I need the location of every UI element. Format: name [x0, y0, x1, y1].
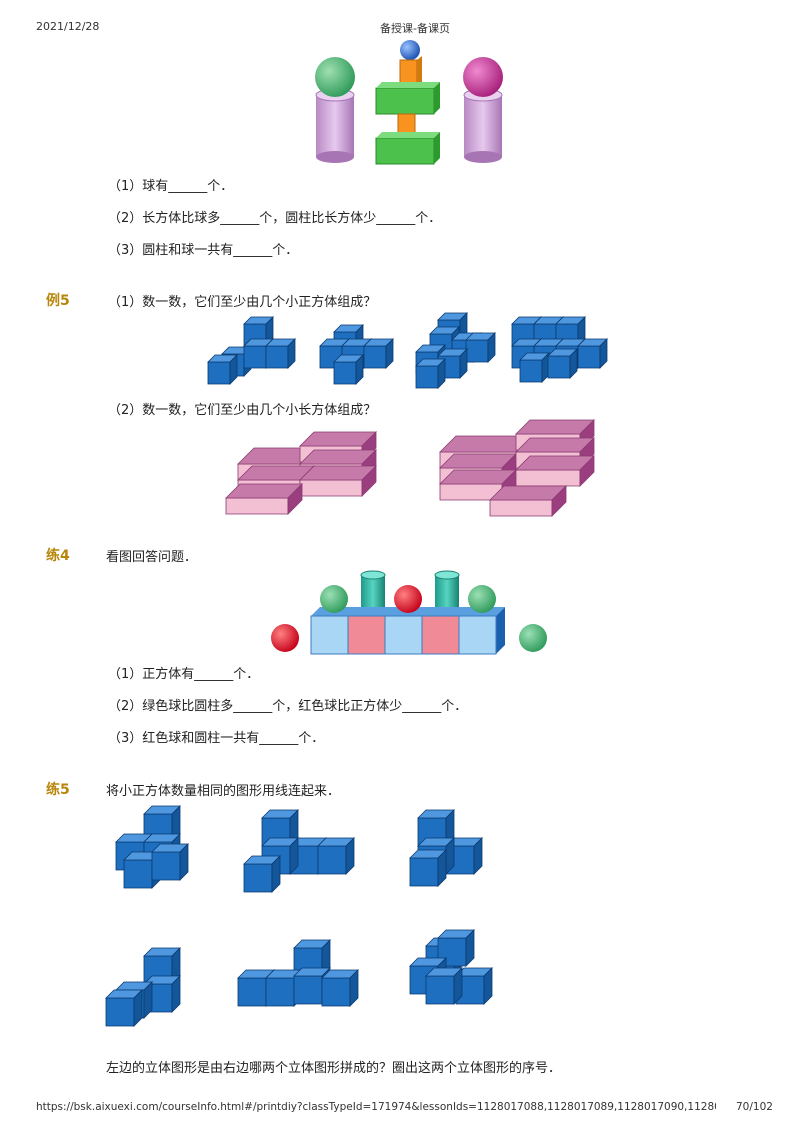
example5-label: 例5 — [46, 293, 70, 309]
example5-question-2: （2）数一数，它们至少由几个小长方体组成？ — [108, 403, 377, 418]
cube-shape — [415, 358, 446, 389]
practice4-question-1: （1）正方体有______个． — [108, 667, 260, 682]
pink-box-shape — [225, 483, 303, 515]
cube-shape — [310, 615, 349, 655]
cube-shape — [207, 354, 238, 385]
practice4-intro: 看图回答问题． — [106, 550, 198, 565]
blue-ball-shape — [400, 40, 420, 60]
pink-box-shape — [489, 485, 567, 517]
red-ball-shape — [271, 624, 299, 652]
red-ball-shape — [394, 585, 422, 613]
practice4-figure — [271, 570, 547, 655]
example5-box-figures — [225, 419, 595, 517]
top-question-2: （2）长方体比球多______个，圆柱比长方体少______个． — [108, 211, 442, 226]
cube-shape — [317, 837, 355, 875]
practice4-label: 练4 — [46, 548, 70, 564]
cube-shape — [458, 615, 497, 655]
practice5-bottom-question: 左边的立体图形是由右边哪两个立体图形拼成的？圈出这两个立体图形的序号． — [106, 1061, 562, 1076]
cube-shape — [151, 843, 189, 881]
cube-shape — [105, 989, 143, 1027]
teal-cylinder-shape — [361, 575, 385, 607]
practice4-question-3: （3）红色球和圆柱一共有______个． — [108, 731, 325, 746]
cube-shape — [243, 855, 281, 893]
header-title: 备授课-备课页 — [380, 22, 450, 35]
green-box-shape — [375, 87, 435, 115]
top-shapes-figure — [315, 40, 503, 165]
cube-shape — [321, 969, 359, 1007]
pink-box-shape — [299, 465, 377, 497]
practice5-intro: 将小正方体数量相同的图形用线连起来． — [106, 784, 341, 799]
green-ball-shape — [519, 624, 547, 652]
header-date: 2021/12/28 — [36, 20, 100, 33]
magenta-ball-shape — [463, 57, 503, 97]
cube-shape — [243, 338, 274, 369]
cylinder-shape — [316, 95, 354, 157]
cube-shape — [347, 615, 386, 655]
green-ball-shape — [320, 585, 348, 613]
example5-question-1: （1）数一数，它们至少由几个小正方体组成？ — [108, 295, 377, 310]
cube-shape — [577, 338, 608, 369]
teal-cylinder-shape — [435, 575, 459, 607]
top-question-1: （1）球有______个． — [108, 179, 234, 194]
green-ball-shape — [468, 585, 496, 613]
cube-shape — [265, 338, 296, 369]
cube-shape — [363, 338, 394, 369]
green-box-shape — [375, 137, 435, 165]
cube-shape — [547, 348, 578, 379]
practice5-label: 练5 — [46, 782, 70, 798]
practice5-cube-figures — [105, 805, 493, 1027]
cube-shape — [333, 354, 364, 385]
cylinder-shape — [464, 95, 502, 157]
footer-page-number: 70/102 — [736, 1101, 773, 1113]
pink-box-shape — [439, 469, 517, 501]
cube-shape — [421, 615, 460, 655]
pink-box-shape — [515, 455, 595, 487]
green-ball-shape — [315, 57, 355, 97]
cube-shape — [465, 332, 496, 363]
footer-url: https://bsk.aixuexi.com/courseInfo.html#… — [36, 1101, 716, 1113]
cube-shape — [519, 352, 550, 383]
practice4-question-2: （2）绿色球比圆柱多______个，红色球比正方体少______个． — [108, 699, 468, 714]
cube-shape — [425, 967, 463, 1005]
top-question-3: （3）圆柱和球一共有______个． — [108, 243, 299, 258]
example5-cube-figures — [207, 312, 608, 389]
cube-shape — [384, 615, 423, 655]
cube-shape — [409, 849, 447, 887]
